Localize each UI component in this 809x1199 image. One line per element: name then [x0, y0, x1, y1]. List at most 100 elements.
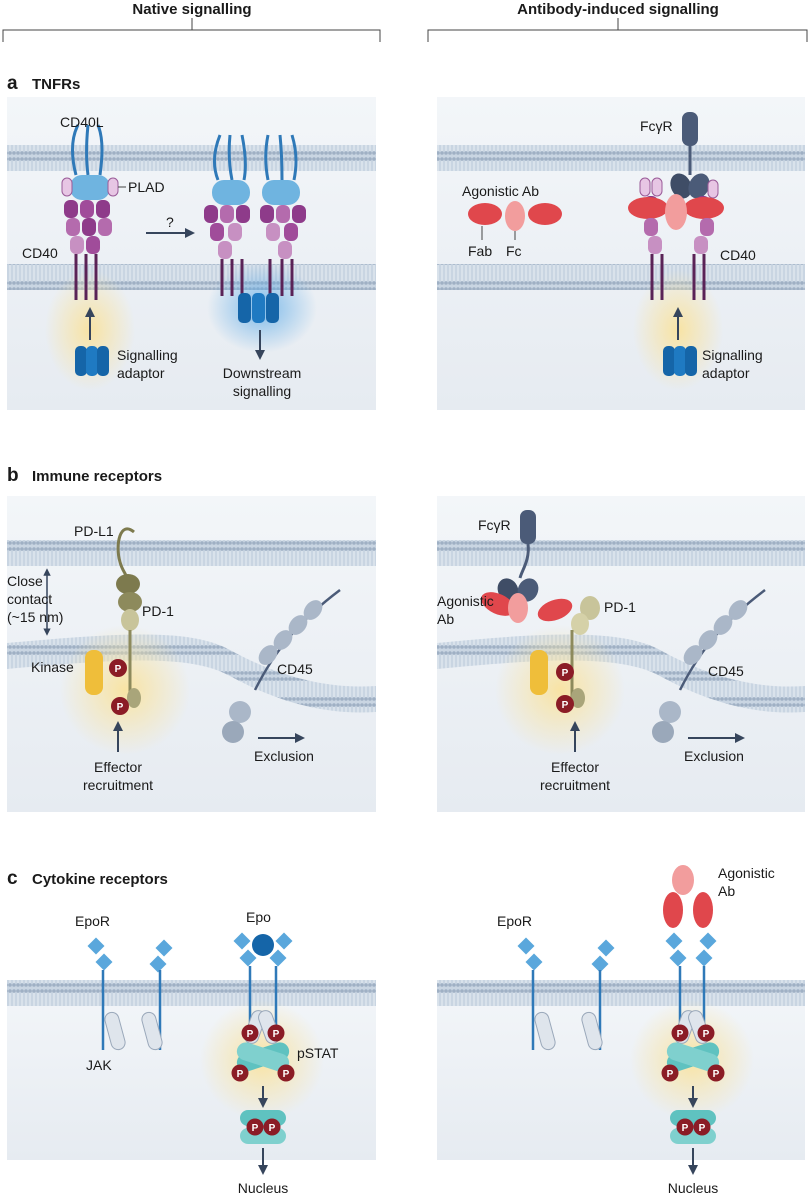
svg-text:P: P: [699, 1123, 706, 1134]
label-agonistic-c-2: Ab: [718, 883, 735, 899]
pd-1-right: [570, 596, 600, 708]
svg-text:P: P: [237, 1069, 244, 1080]
phospho-left: P P: [109, 659, 129, 715]
svg-text:P: P: [273, 1029, 280, 1040]
panel-c-right: P P P P P P Agonistic Ab EpoR Nucleus: [437, 865, 805, 1196]
panel-a-left-top-membrane: [7, 145, 376, 171]
panel-b-right-top-membrane: [437, 540, 805, 566]
label-pdl1: PD-L1: [74, 523, 114, 539]
label-question: ?: [166, 214, 174, 230]
label-close-1: Close: [7, 573, 43, 589]
svg-text:P: P: [117, 702, 124, 713]
label-sig-adaptor-right-1: Signalling: [702, 347, 763, 363]
epor-monomer-1: [87, 937, 126, 1051]
section-a-title: TNFRs: [32, 76, 80, 93]
panel-a-right-top-membrane: [437, 145, 805, 171]
panel-b-left: P P PD-L1 Close contact (~15 nm) PD-1 Ki…: [7, 496, 376, 812]
label-cd40-left: CD40: [22, 245, 58, 261]
cd45-right: [652, 589, 766, 743]
svg-text:P: P: [562, 668, 569, 679]
label-pd1-right: PD-1: [604, 599, 636, 615]
epor-dimer-ab: [665, 932, 717, 1044]
section-a-letter: a: [7, 73, 18, 94]
section-c-title: Cytokine receptors: [32, 871, 168, 888]
svg-text:P: P: [115, 664, 122, 675]
label-nucleus-right: Nucleus: [668, 1180, 719, 1196]
label-cd40-right: CD40: [720, 247, 756, 263]
svg-text:P: P: [682, 1123, 689, 1134]
pd-1-left: [121, 609, 141, 708]
label-epor-left: EpoR: [75, 913, 110, 929]
label-effector-left-1: Effector: [94, 759, 142, 775]
cd40-ab-complex: [628, 177, 724, 300]
svg-text:P: P: [562, 700, 569, 711]
svg-text:P: P: [667, 1069, 674, 1080]
svg-text:P: P: [703, 1029, 710, 1040]
label-fc: Fc: [506, 243, 522, 259]
label-cd45-right: CD45: [708, 663, 744, 679]
label-plad: PLAD: [128, 179, 165, 195]
panel-a-right-bottom-membrane: [437, 264, 805, 290]
svg-text:P: P: [677, 1029, 684, 1040]
glow-b-right: [495, 625, 625, 755]
header-native: Native signalling: [132, 1, 251, 18]
panel-a-left: CD40L PLAD CD40 ? Signalling adaptor Dow…: [7, 97, 376, 410]
label-fab: Fab: [468, 243, 492, 259]
label-fcgr-b: FcγR: [478, 517, 511, 533]
label-sig-adaptor-right-2: adaptor: [702, 365, 750, 381]
glow-b-left: [60, 625, 190, 755]
label-cd40l: CD40L: [60, 114, 104, 130]
header-antibody-bracket: [427, 18, 808, 42]
label-jak: JAK: [86, 1057, 112, 1073]
signalling-adaptor-right: [663, 346, 697, 376]
svg-text:P: P: [269, 1123, 276, 1134]
svg-text:P: P: [283, 1069, 290, 1080]
label-exclusion-left: Exclusion: [254, 748, 314, 764]
label-epor-right: EpoR: [497, 913, 532, 929]
panel-b-right: P P FcγR Agonistic Ab PD-1 CD45 Effector…: [437, 496, 805, 812]
cd40-cluster: [204, 134, 306, 323]
kinase-left: [85, 650, 103, 695]
label-agonistic-c-1: Agonistic: [718, 865, 775, 881]
label-effector-left-2: recruitment: [83, 777, 153, 793]
phospho-right: P P: [556, 663, 574, 713]
pstat-dimer-left: P P: [240, 1110, 286, 1144]
label-close-3: (~15 nm): [7, 609, 63, 625]
label-agonistic-ab-a: Agonistic Ab: [462, 183, 539, 199]
pstat-left: P P P P: [231, 1024, 295, 1082]
label-sig-adaptor-left-1: Signalling: [117, 347, 178, 363]
label-epo: Epo: [246, 909, 271, 925]
pd-l1: [116, 527, 142, 612]
panel-b-left-top-membrane: [7, 540, 376, 566]
label-sig-adaptor-left-2: adaptor: [117, 365, 165, 381]
epor-monomer-r2: [581, 939, 615, 1051]
label-cd45-left: CD45: [277, 661, 313, 677]
label-effector-right-1: Effector: [551, 759, 599, 775]
label-exclusion-right: Exclusion: [684, 748, 744, 764]
panel-c-right-membrane: [437, 980, 805, 1006]
label-kinase: Kinase: [31, 659, 74, 675]
label-downstream-1: Downstream: [223, 365, 302, 381]
label-effector-right-2: recruitment: [540, 777, 610, 793]
svg-text:P: P: [247, 1029, 254, 1040]
section-b-title: Immune receptors: [32, 468, 162, 485]
header-antibody: Antibody-induced signalling: [517, 1, 719, 18]
label-pstat: pSTAT: [297, 1045, 339, 1061]
label-nucleus-left: Nucleus: [238, 1180, 289, 1196]
panel-a-right: FcγR Agonistic Ab Fab Fc CD40 Signalling…: [437, 97, 805, 410]
label-fcgr-a: FcγR: [640, 118, 673, 134]
agonistic-ab-free: [468, 201, 562, 240]
section-c-letter: c: [7, 868, 18, 889]
label-close-2: contact: [7, 591, 52, 607]
label-downstream-2: signalling: [233, 383, 291, 399]
label-pd1-left: PD-1: [142, 603, 174, 619]
panel-c-left: P P P P P P EpoR Epo JAK pSTAT Nucleus: [7, 909, 376, 1196]
panel-c-left-membrane: [7, 980, 376, 1006]
epor-monomer-2: [141, 939, 173, 1051]
pstat-dimer-right: P P: [670, 1110, 716, 1144]
header-native-bracket: [2, 18, 381, 42]
cd45-left: [222, 589, 341, 743]
svg-text:P: P: [252, 1123, 259, 1134]
fcgr-a: [670, 112, 710, 199]
